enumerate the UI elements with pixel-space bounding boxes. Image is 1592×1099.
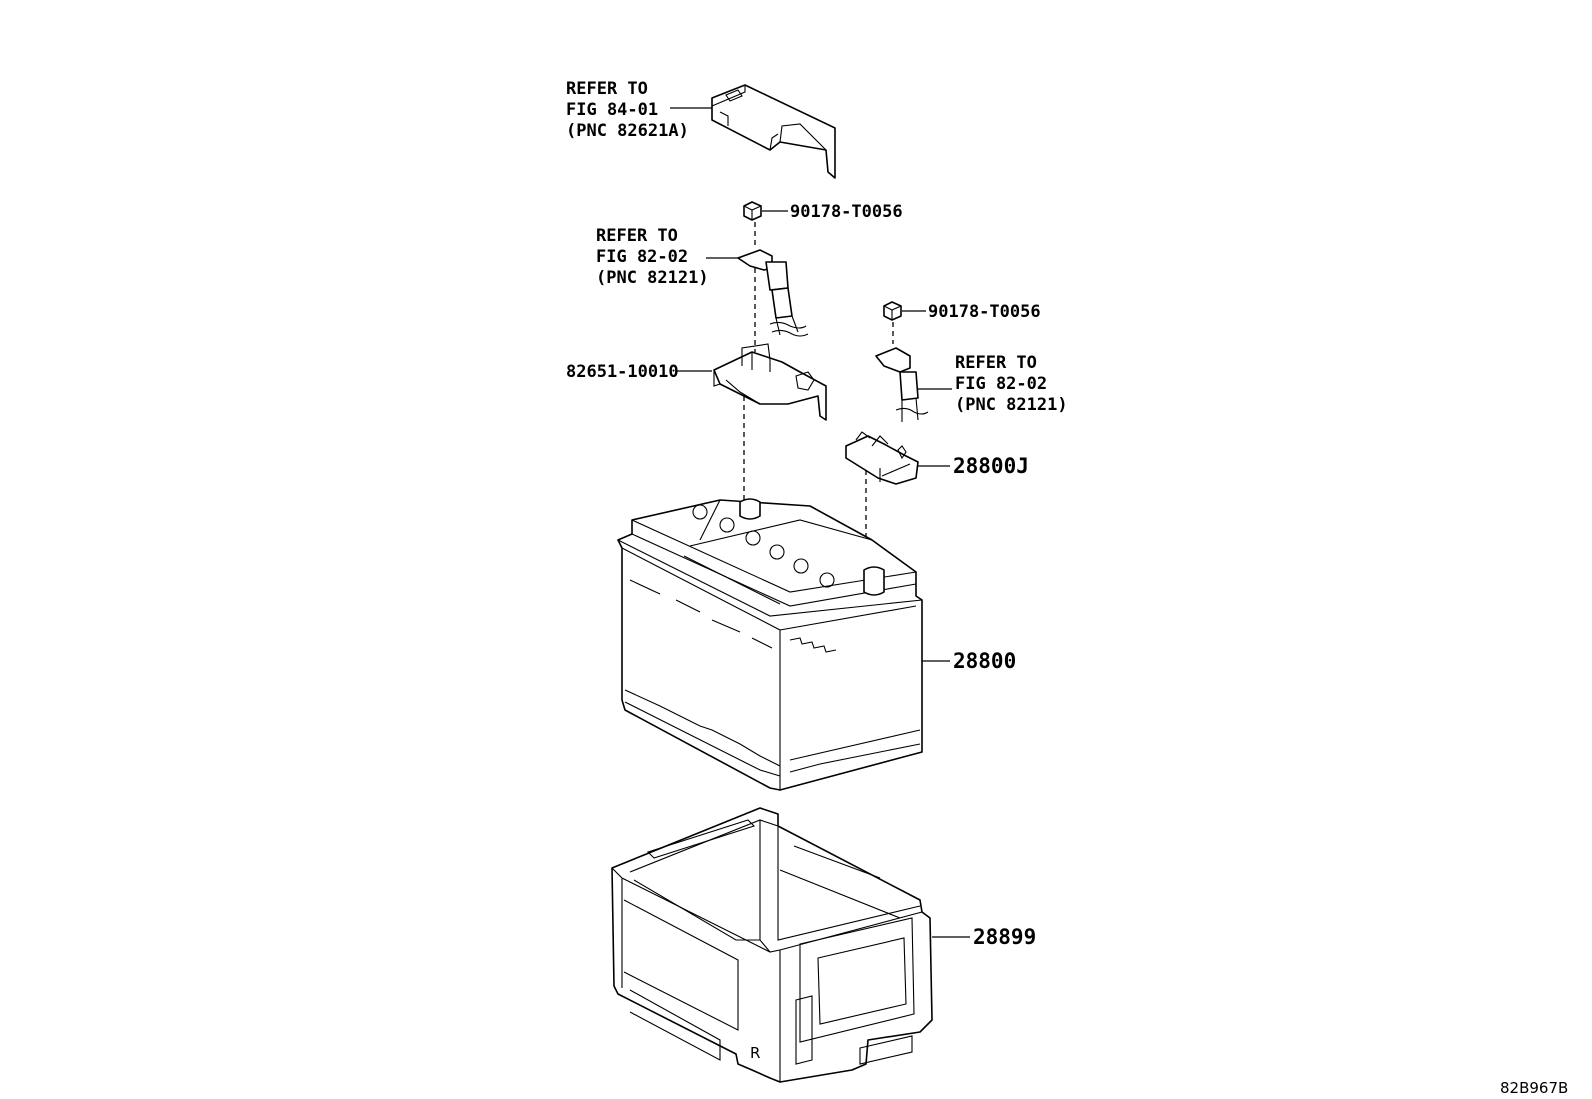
cover-ref-label: REFER TO FIG 84-01 (PNC 82621A) [566,79,689,141]
cable-ref-right-label: REFER TO FIG 82-02 (PNC 82121) [955,353,1068,415]
cable-ref-left-label: REFER TO FIG 82-02 (PNC 82121) [596,226,709,288]
battery-label: 28800 [953,649,1016,673]
svg-text:REFER TO: REFER TO [596,226,678,246]
svg-text:(PNC 82121): (PNC 82121) [955,395,1068,415]
nut-right-label: 90178-T0056 [928,302,1041,322]
svg-text:REFER TO: REFER TO [955,353,1037,373]
terminal-cover-label: 82651-10010 [566,362,679,382]
battery-tray-label: 28899 [973,925,1036,949]
tray-mark: R [750,1044,760,1062]
cable-end-left [737,249,809,337]
battery [617,498,923,791]
svg-text:FIG 82-02: FIG 82-02 [955,374,1047,394]
terminal-cover [713,343,827,421]
svg-text:(PNC 82621A): (PNC 82621A) [566,121,689,141]
cable-end-right [875,347,929,422]
terminal-clamp [845,431,919,485]
terminal-clamp-label: 28800J [953,454,1029,478]
battery-tray [611,807,933,1083]
svg-text:FIG 82-02: FIG 82-02 [596,247,688,267]
nut-top-label: 90178-T0056 [790,202,903,222]
svg-text:FIG 84-01: FIG 84-01 [566,100,658,120]
figure-id: 82B967B [1500,1079,1568,1097]
nut-top [743,201,762,221]
svg-text:(PNC 82121): (PNC 82121) [596,268,709,288]
nut-right [883,301,902,321]
svg-text:REFER TO: REFER TO [566,79,648,99]
cover-part [711,84,836,179]
